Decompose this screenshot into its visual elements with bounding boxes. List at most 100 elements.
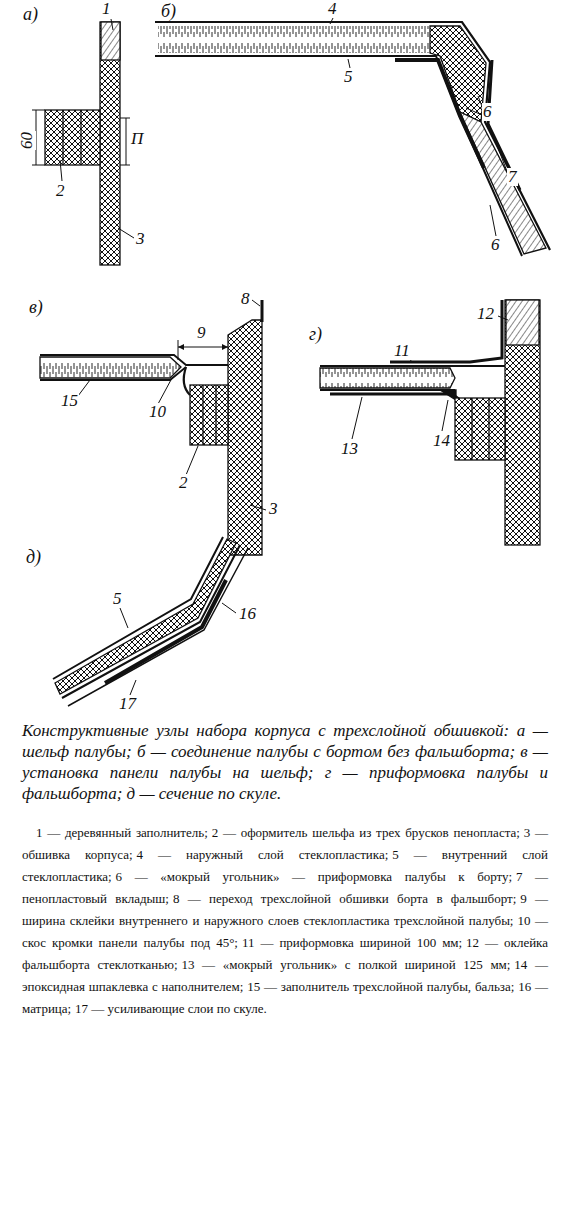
- legend-list: 1 — деревянный заполнитель; 2 — оформител…: [22, 822, 548, 1020]
- deck-bulwark: [320, 300, 540, 545]
- figure-caption: Конструктивные узлы набора корпуса с тре…: [22, 720, 548, 804]
- panel-letter: г): [308, 325, 323, 343]
- drawing-stroke: [320, 368, 455, 388]
- drawing-stroke: [190, 385, 228, 445]
- callout-number: 3: [268, 500, 279, 518]
- drawing-stroke: [488, 398, 489, 460]
- legend-item: 13 — «мокрый угольник» с полкой шириной …: [181, 957, 510, 972]
- drawing-stroke: [130, 680, 136, 695]
- drawing-stroke: [158, 26, 430, 53]
- drawing-stroke: [32, 165, 45, 166]
- callout-number: 5: [343, 68, 354, 86]
- drawing-stroke: [118, 228, 134, 238]
- drawing-stroke: [390, 300, 502, 362]
- drawing-stroke: [178, 344, 228, 350]
- drawing-stroke: [466, 108, 482, 115]
- drawing-stroke: [60, 160, 62, 181]
- drawing-stroke: [320, 365, 505, 367]
- drawing-stroke: [120, 118, 130, 119]
- callout-number: 10: [148, 403, 167, 421]
- drawing-stroke: [184, 367, 190, 395]
- panel-letter: в): [28, 298, 44, 316]
- callout-number: 2: [55, 182, 66, 200]
- callout-number: 4: [327, 0, 338, 18]
- drawing-stroke: [348, 59, 350, 68]
- drawing-stroke: [471, 398, 472, 460]
- drawing-stroke: [250, 505, 266, 510]
- callout-number: 13: [340, 440, 359, 458]
- drawing-stroke: [158, 378, 172, 404]
- drawing-stroke: [120, 165, 130, 166]
- callout-number: 11: [393, 342, 411, 360]
- callout-number: 6: [490, 236, 501, 254]
- drawing-stroke: [68, 548, 248, 706]
- callout-number: 9: [196, 324, 207, 342]
- callout-number: 17: [118, 695, 137, 713]
- callout-number: 16: [238, 605, 257, 623]
- drawing-stroke: [222, 603, 236, 613]
- drawing-stroke: [215, 385, 216, 445]
- legend-item: 11 — приформовка шириной 100 мм;: [242, 935, 462, 950]
- chine-section: [53, 537, 248, 706]
- drawing-stroke: [460, 112, 546, 254]
- legend-item: 2 — оформитель шельфа из трех брусков пе…: [212, 825, 520, 840]
- drawing-stroke: [498, 316, 508, 320]
- drawing-stroke: [352, 397, 362, 439]
- drawing-stroke: [40, 357, 181, 378]
- drawing-stroke: [455, 398, 505, 460]
- drawing-stroke: [330, 394, 460, 400]
- drawing-stroke: [62, 110, 63, 165]
- drawing-stroke: [478, 96, 508, 174]
- drawing-stroke: [105, 580, 226, 683]
- panel-letter: а): [22, 5, 39, 23]
- drawing-stroke: [228, 320, 262, 555]
- callout-number: 60: [18, 131, 36, 150]
- legend-item: 15 — заполнитель трехслойной палубы, бал…: [247, 979, 514, 994]
- shelf-detail: [32, 19, 134, 265]
- legend-item: 4 — наружный слой стеклопластика;: [136, 847, 388, 862]
- drawing-stroke: [178, 340, 179, 360]
- callout-number: 6: [482, 103, 493, 121]
- legend-item: 6 — «мокрый угольник» — приформовка палу…: [116, 869, 512, 884]
- drawing-stroke: [40, 367, 186, 380]
- callout-number: 7: [507, 168, 518, 186]
- callout-number: 8: [240, 290, 251, 308]
- drawing-stroke: [78, 380, 90, 396]
- callout-number: 12: [476, 305, 495, 323]
- panel-letter: б): [160, 2, 177, 20]
- drawing-stroke: [505, 300, 540, 545]
- drawing-stroke: [120, 608, 128, 628]
- drawing-stroke: [100, 22, 120, 265]
- deck-on-shelf: [40, 300, 266, 555]
- legend-item: 8 — переход трехслойной обшивки борта в …: [173, 891, 516, 906]
- callout-number: П: [130, 130, 144, 148]
- drawing-stroke: [32, 18, 550, 706]
- callout-number: 5: [112, 590, 123, 608]
- callout-number: 15: [60, 392, 79, 410]
- drawing-stroke: [440, 390, 456, 400]
- drawing-stroke: [45, 110, 100, 165]
- drawing-stroke: [330, 18, 333, 24]
- drawing-stroke: [506, 300, 539, 345]
- drawing-stroke: [442, 400, 448, 431]
- legend-item: 1 — деревянный заполнитель;: [36, 825, 208, 840]
- drawing-stroke: [101, 22, 120, 60]
- drawing-stroke: [40, 355, 228, 365]
- drawing-stroke: [488, 60, 520, 190]
- drawing-stroke: [202, 385, 203, 445]
- callout-number: 2: [178, 474, 189, 492]
- legend-item: 17 — усиливающие слои по скуле.: [75, 1001, 267, 1016]
- drawing-stroke: [53, 537, 223, 679]
- panel-letter: д): [25, 548, 42, 566]
- deck-side-joint: [155, 18, 550, 256]
- callout-number: 3: [135, 230, 146, 248]
- drawing-stroke: [80, 110, 81, 165]
- drawing-stroke: [261, 300, 264, 322]
- drawing-stroke: [395, 60, 484, 168]
- drawing-stroke: [252, 300, 260, 306]
- drawing-stroke: [320, 389, 455, 391]
- callout-number: 14: [432, 432, 451, 450]
- drawing-stroke: [32, 110, 45, 111]
